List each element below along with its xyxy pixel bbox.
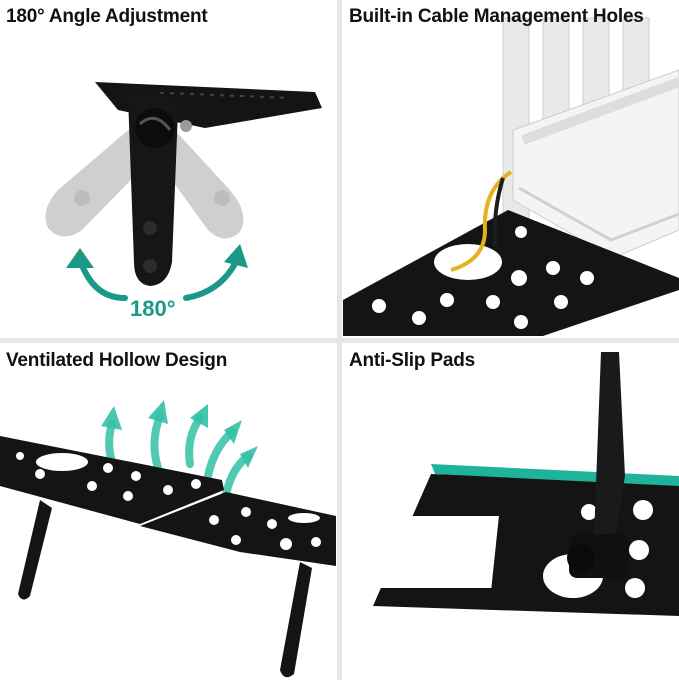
rotation-arrows [79, 259, 239, 301]
panel-anti-slip-pads: Anti-Slip Pads [343, 344, 679, 680]
router-body [512, 69, 679, 259]
stand-leg [128, 90, 192, 286]
leg-left [18, 500, 52, 600]
panel-caption: 180° Angle Adjustment [6, 6, 208, 27]
horizontal-divider [0, 338, 679, 343]
shelf-right [140, 492, 336, 566]
shelf-left [0, 436, 224, 524]
panel-caption: Ventilated Hollow Design [6, 350, 228, 371]
ventilated-design-illustration [0, 400, 336, 678]
cable-management-illustration [343, 17, 679, 336]
panel-cable-management: Built-in Cable Management Holes [343, 0, 679, 336]
cable [450, 170, 513, 272]
panel-caption: Built-in Cable Management Holes [349, 6, 644, 27]
angle-badge: 180° [130, 296, 176, 321]
panel-ventilated-design: Ventilated Hollow Design [0, 344, 336, 680]
leg-right [280, 562, 312, 678]
arrow-head-right [224, 244, 248, 268]
angle-adjustment-illustration: 180° [45, 82, 322, 321]
shelf-plate [343, 210, 679, 336]
panel-angle-adjustment: 180° Angle Adjustment [0, 0, 336, 336]
cable-dark [492, 177, 505, 247]
shelf-plate [373, 474, 679, 616]
stand-leg [567, 352, 629, 578]
panel-caption: Anti-Slip Pads [349, 350, 475, 371]
airflow-arrow-heads [101, 400, 258, 468]
anti-slip-pads-illustration [373, 352, 679, 616]
arrow-head-left [66, 248, 94, 268]
